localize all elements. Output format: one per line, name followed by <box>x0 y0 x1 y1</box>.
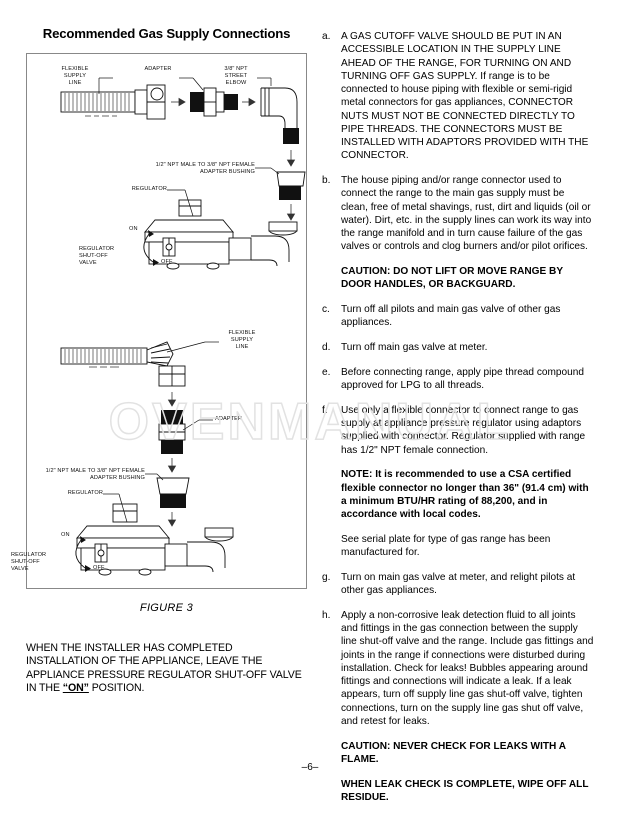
instruction-text: Use only a flexible connector to connect… <box>341 404 586 456</box>
instruction-item-h: h. Apply a non-corrosive leak detection … <box>322 609 594 728</box>
caution-never-check-flame: CAUTION: NEVER CHECK FOR LEAKS WITH A FL… <box>341 740 566 765</box>
label-regulator-shutoff-bottom: REGULATOR SHUT-OFF VALVE <box>11 552 47 572</box>
label-on-bottom: ON <box>61 532 70 538</box>
instruction-item-a: a. A GAS CUTOFF VALVE SHOULD BE PUT IN A… <box>322 30 594 163</box>
label-adapter-top: ADAPTER <box>144 66 172 72</box>
instruction-marker: a. <box>322 31 331 42</box>
figure-caption: FIGURE 3 <box>139 602 194 614</box>
label-flexible-supply-line-top: FLEXIBLE SUPPLY LINE <box>61 66 89 86</box>
label-regulator-top: REGULATOR <box>131 186 167 192</box>
instruction-item-g: g. Turn on main gas valve at meter, and … <box>322 571 594 598</box>
note-csa-connector: NOTE: It is recommended to use a CSA cer… <box>341 469 589 520</box>
label-off-top: OFF <box>161 259 173 265</box>
label-regulator-shutoff-top: REGULATOR SHUT-OFF VALVE <box>79 246 115 266</box>
instruction-marker: f. <box>322 404 328 416</box>
label-street-elbow: 3/8" NPT STREET ELBOW <box>224 66 248 86</box>
instruction-text: The house piping and/or range connector … <box>341 175 592 253</box>
label-on-top: ON <box>129 226 138 232</box>
instruction-marker: h. <box>322 609 331 621</box>
installer-note-before: WHEN THE INSTALLER HAS COMPLETED INSTALL… <box>26 642 302 695</box>
label-off-bottom: OFF <box>93 565 105 571</box>
installer-note: WHEN THE INSTALLER HAS COMPLETED INSTALL… <box>26 642 307 696</box>
instruction-item-c: c. Turn off all pilots and main gas valv… <box>322 303 594 330</box>
instruction-item-e: e. Before connecting range, apply pipe t… <box>322 366 594 393</box>
label-regulator-bottom: REGULATOR <box>67 490 103 496</box>
page-number: –6– <box>301 762 319 773</box>
instruction-marker: e. <box>322 366 331 378</box>
instruction-item-f: f. Use only a flexible connector to conn… <box>322 404 594 457</box>
instruction-item-b: b. The house piping and/or range connect… <box>322 174 594 254</box>
label-adapter-bushing-top: 1/2" NPT MALE TO 3/8" NPT FEMALE ADAPTER… <box>155 162 255 175</box>
instruction-text: Turn off main gas valve at meter. <box>341 342 488 353</box>
page-footer: –6– <box>0 762 620 773</box>
caution-lift-range: CAUTION: DO NOT LIFT OR MOVE RANGE BY DO… <box>341 266 563 291</box>
label-flexible-supply-line-bottom: FLEXIBLE SUPPLY LINE <box>228 330 256 350</box>
serial-plate-note: See serial plate for type of gas range h… <box>341 533 551 558</box>
instruction-text: Before connecting range, apply pipe thre… <box>341 366 584 391</box>
figure-title: Recommended Gas Supply Connections <box>42 26 291 41</box>
installer-note-emphasis: “ON” <box>62 682 89 695</box>
label-adapter-bushing-bottom: 1/2" NPT MALE TO 3/8" NPT FEMALE ADAPTER… <box>45 468 145 481</box>
label-adapter-bottom: ADAPTER <box>215 416 243 422</box>
installer-note-after: POSITION. <box>88 682 145 695</box>
gas-connection-diagram <box>60 77 306 576</box>
instruction-marker: c. <box>322 304 330 315</box>
instruction-marker: g. <box>322 571 331 583</box>
figure-diagram-box: FLEXIBLE SUPPLY LINE ADAPTER 3/8" NPT ST… <box>11 53 307 589</box>
instruction-text: Apply a non-corrosive leak detection flu… <box>341 609 594 727</box>
instructions-column: a. A GAS CUTOFF VALVE SHOULD BE PUT IN A… <box>322 30 594 816</box>
instruction-text: A GAS CUTOFF VALVE SHOULD BE PUT IN AN A… <box>341 31 589 162</box>
instruction-text: Turn off all pilots and main gas valve o… <box>341 304 561 329</box>
caution-wipe-residue: WHEN LEAK CHECK IS COMPLETE, WIPE OFF AL… <box>341 778 589 803</box>
instruction-marker: d. <box>322 342 331 353</box>
figure-column: Recommended Gas Supply Connections <box>11 26 307 696</box>
instruction-marker: b. <box>322 175 331 186</box>
instruction-item-d: d. Turn off main gas valve at meter. <box>322 341 594 354</box>
instruction-text: Turn on main gas valve at meter, and rel… <box>341 571 576 596</box>
